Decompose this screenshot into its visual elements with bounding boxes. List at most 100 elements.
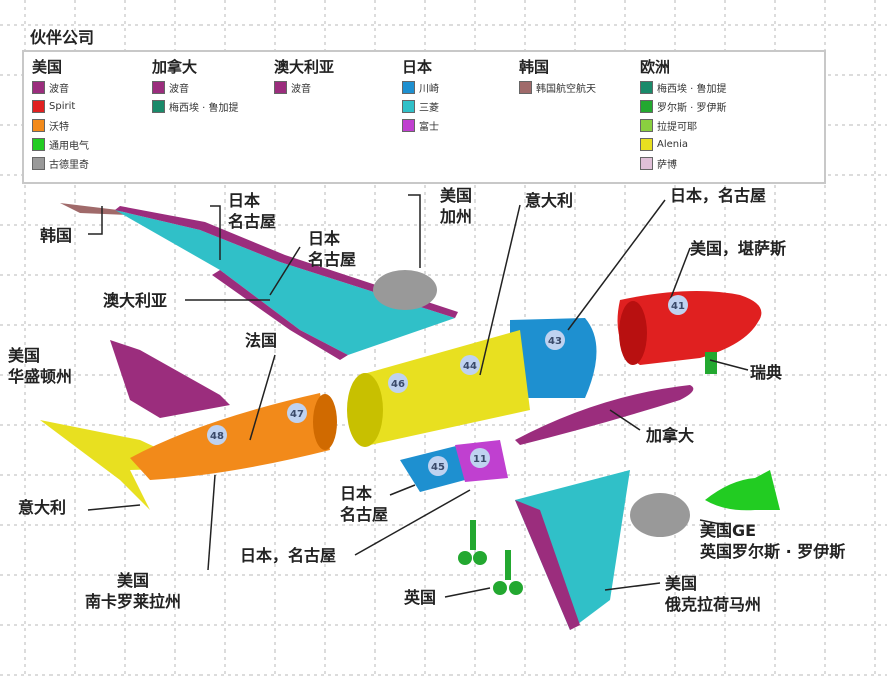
- wing-body-fairing: [515, 385, 694, 445]
- swatch: [519, 81, 532, 94]
- partner-legend: 美国 波音 Spirit 沃特 通用电气 古德里奇 加拿大 波音 梅西埃 · 鲁…: [22, 50, 826, 184]
- korea-wingtip: [60, 203, 128, 215]
- lower-wing: [515, 470, 630, 630]
- callout-italy-tail: 意大利: [18, 498, 67, 517]
- horizontal-stabilizer: [40, 420, 200, 510]
- legend-region: 日本: [402, 58, 433, 76]
- legend-item: 波音: [274, 78, 334, 97]
- callout-uk: 英国: [404, 588, 437, 607]
- nose-opening: [619, 301, 647, 365]
- svg-text:45: 45: [431, 462, 445, 473]
- legend-item: 波音: [152, 78, 239, 97]
- main-wing-top: [115, 210, 455, 355]
- legend-group-korea: 韩国 韩国航空航天: [519, 56, 596, 97]
- legend-item: 梅西埃 · 鲁加提: [152, 97, 239, 116]
- engine-nacelle-lower: [630, 493, 690, 537]
- legend-group-japan: 日本 川崎 三菱 富士: [402, 56, 439, 135]
- ge-engine: [705, 470, 780, 511]
- legend-item: Alenia: [640, 135, 727, 154]
- svg-text:46: 46: [391, 379, 405, 390]
- fuselage-opening: [347, 373, 383, 447]
- legend-group-usa: 美国 波音 Spirit 沃特 通用电气 古德里奇: [32, 56, 89, 173]
- badge-43: [545, 330, 565, 350]
- badge-47: [287, 403, 307, 423]
- callout-us-ge-uk-rr: 美国GE 英国罗尔斯 · 罗伊斯: [700, 521, 846, 561]
- swatch: [640, 138, 653, 151]
- legend-item-label: 波音: [291, 84, 311, 95]
- legend-region: 美国: [32, 58, 63, 76]
- badge-46: [388, 373, 408, 393]
- swatch: [152, 81, 165, 94]
- callout-france: 法国: [245, 331, 278, 350]
- badge-48: [207, 425, 227, 445]
- badge-41: [668, 295, 688, 315]
- legend-item-label: 拉提可耶: [657, 122, 697, 133]
- callout-canada: 加拿大: [646, 426, 695, 445]
- legend-item-label: 富士: [419, 122, 439, 133]
- callout-sweden: 瑞典: [750, 363, 783, 382]
- legend-item: 韩国航空航天: [519, 78, 596, 97]
- aft-fuselage-47-48: [130, 393, 330, 480]
- aft-fuselage-opening: [313, 394, 337, 450]
- legend-region: 澳大利亚: [274, 58, 335, 76]
- legend-item-label: 波音: [169, 84, 189, 95]
- legend-item: Spirit: [32, 97, 89, 116]
- legend-item: 梅西埃 · 鲁加提: [640, 78, 727, 97]
- vertical-tail: [110, 340, 230, 418]
- lower-wing-edge: [515, 500, 580, 630]
- wing-engine-nacelle: [373, 270, 437, 310]
- legend-item-label: 古德里奇: [49, 160, 89, 171]
- swatch: [640, 157, 653, 170]
- legend-title: 伙伴公司: [30, 28, 95, 47]
- swatch: [32, 119, 45, 132]
- legend-item-label: 韩国航空航天: [536, 84, 596, 95]
- svg-text:43: 43: [548, 336, 562, 347]
- legend-item: 通用电气: [32, 135, 89, 154]
- legend-item-label: 三菱: [419, 103, 439, 114]
- legend-item: 古德里奇: [32, 154, 89, 173]
- swatch: [640, 100, 653, 113]
- legend-group-europe: 欧洲 梅西埃 · 鲁加提 罗尔斯 · 罗伊斯 拉提可耶 Alenia 萨博: [640, 56, 727, 173]
- callout-us-oklahoma: 美国 俄克拉荷马州: [665, 574, 762, 614]
- main-wing-trailing-edge: [212, 270, 348, 360]
- swatch: [402, 81, 415, 94]
- legend-group-canada: 加拿大 波音 梅西埃 · 鲁加提: [152, 56, 239, 116]
- legend-item: 拉提可耶: [640, 116, 727, 135]
- legend-group-australia: 澳大利亚 波音: [274, 56, 334, 97]
- swatch: [152, 100, 165, 113]
- swatch: [32, 157, 45, 170]
- callout-us-south-carolina: 美国 南卡罗莱拉州: [85, 571, 182, 611]
- legend-item: 萨博: [640, 154, 727, 173]
- svg-text:11: 11: [473, 454, 487, 465]
- swatch: [402, 119, 415, 132]
- legend-item-label: Alenia: [657, 139, 689, 150]
- badge-45: [428, 456, 448, 476]
- legend-item: 川崎: [402, 78, 439, 97]
- legend-region: 加拿大: [152, 58, 198, 76]
- section-badges: 41 43 44 46 47 48 45 11: [207, 295, 688, 476]
- legend-item: 三菱: [402, 97, 439, 116]
- svg-text:47: 47: [290, 409, 304, 420]
- callout-us-kansas: 美国，堪萨斯: [690, 239, 787, 258]
- legend-item-label: 波音: [49, 84, 69, 95]
- nose-gear: [705, 352, 717, 374]
- svg-text:44: 44: [463, 361, 477, 372]
- legend-region: 欧洲: [640, 58, 671, 76]
- legend-region: 韩国: [519, 58, 550, 76]
- callout-australia: 澳大利亚: [103, 291, 168, 310]
- legend-item-label: 萨博: [657, 160, 677, 171]
- fuselage-section-43: [510, 318, 597, 398]
- callout-japan-nagoya-e: 日本，名古屋: [240, 546, 337, 565]
- badge-11: [470, 448, 490, 468]
- legend-item-label: Spirit: [49, 101, 76, 112]
- callout-us-california: 美国 加州: [440, 186, 473, 226]
- legend-item-label: 通用电气: [49, 141, 89, 152]
- legend-item: 罗尔斯 · 罗伊斯: [640, 97, 727, 116]
- badge-44: [460, 355, 480, 375]
- svg-text:41: 41: [671, 301, 685, 312]
- legend-item: 沃特: [32, 116, 89, 135]
- callout-japan-nagoya-d: 日本 名古屋: [340, 484, 389, 524]
- swatch: [32, 81, 45, 94]
